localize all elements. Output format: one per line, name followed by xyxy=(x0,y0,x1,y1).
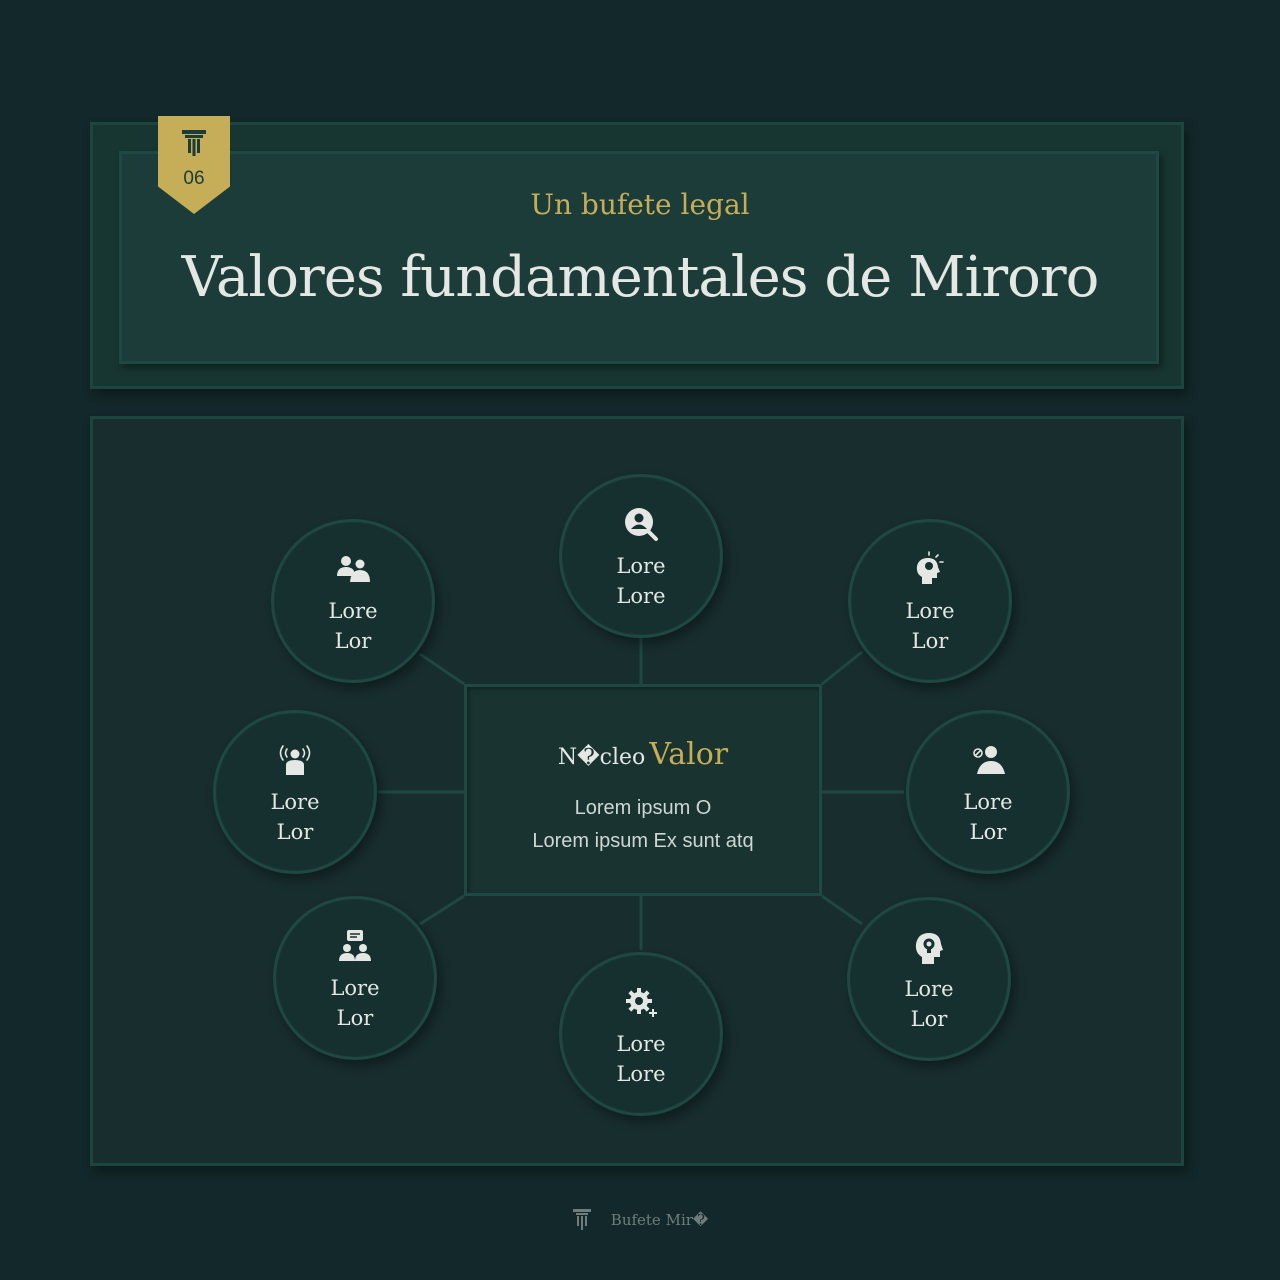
value-node-label-line-2: Lor xyxy=(910,1007,948,1031)
value-node-right: Lore Lor xyxy=(906,710,1070,874)
value-node-top-right: Lore Lor xyxy=(848,519,1012,683)
value-node-label-line-2: Lor xyxy=(969,820,1007,844)
value-node-label: Lore Lor xyxy=(909,787,1067,847)
value-node-top-left: Lore Lor xyxy=(271,519,435,683)
value-node-label-line-2: Lor xyxy=(336,1006,374,1030)
core-description-line-2: Lorem ipsum Ex sunt atq xyxy=(532,830,754,852)
core-description-line-1: Lorem ipsum O xyxy=(574,797,712,819)
value-node-label: Lore Lor xyxy=(851,596,1009,656)
header-inner-panel xyxy=(119,151,1159,364)
value-node-label-line-1: Lore xyxy=(616,1032,666,1056)
footer: Bufete Mir� xyxy=(0,1208,1280,1232)
value-node-label-line-2: Lor xyxy=(911,629,949,653)
pillar-icon xyxy=(182,130,206,156)
header-subtitle: Un bufete legal xyxy=(530,188,750,221)
footer-brand-text: Bufete Mir� xyxy=(610,1211,709,1229)
broadcast-person-icon xyxy=(279,745,311,775)
value-node-bottom: Lore Lore xyxy=(559,952,723,1116)
page-title: Valores fundamentales de Miroro xyxy=(181,245,1100,310)
connector-top-left xyxy=(419,652,465,686)
value-node-label-line-1: Lore xyxy=(270,790,320,814)
core-heading-prefix: N�cleo xyxy=(557,745,646,770)
person-block-icon xyxy=(973,746,1005,774)
header-panel xyxy=(90,122,1184,389)
value-node-label-line-1: Lore xyxy=(963,790,1013,814)
value-node-label-line-1: Lore xyxy=(328,599,378,623)
connector-top-right xyxy=(821,650,863,686)
core-heading-accent: Valor xyxy=(649,737,729,772)
value-node-label: Lore Lore xyxy=(562,551,720,611)
value-node-label: Lore Lor xyxy=(276,973,434,1033)
pillar-icon xyxy=(572,1209,591,1230)
value-node-label: Lore Lor xyxy=(850,974,1008,1034)
head-idea-icon xyxy=(916,551,944,584)
value-node-left: Lore Lor xyxy=(213,710,377,874)
value-node-label-line-1: Lore xyxy=(616,554,666,578)
value-node-label: Lore Lore xyxy=(562,1029,720,1089)
value-node-label-line-1: Lore xyxy=(904,977,954,1001)
value-node-label-line-1: Lore xyxy=(905,599,955,623)
value-node-label-line-2: Lore xyxy=(616,1062,666,1086)
value-node-label-line-2: Lore xyxy=(616,584,666,608)
value-node-label: Lore Lor xyxy=(216,787,374,847)
slide-number: 06 xyxy=(183,168,205,189)
connector-bottom-right xyxy=(821,894,863,926)
value-node-bottom-right: Lore Lor xyxy=(847,897,1011,1061)
head-bulb-icon xyxy=(915,933,943,964)
connector-bottom-left xyxy=(419,894,465,926)
users-icon xyxy=(337,556,370,582)
team-chat-icon xyxy=(339,930,371,961)
value-node-top: Lore Lore xyxy=(559,474,723,638)
value-node-label-line-2: Lor xyxy=(276,820,314,844)
value-node-label-line-1: Lore xyxy=(330,976,380,1000)
value-node-label-line-2: Lor xyxy=(334,629,372,653)
gear-plus-icon xyxy=(626,988,657,1017)
value-node-label: Lore Lor xyxy=(274,596,432,656)
user-search-icon xyxy=(625,508,658,541)
value-node-bottom-left: Lore Lor xyxy=(273,896,437,1060)
